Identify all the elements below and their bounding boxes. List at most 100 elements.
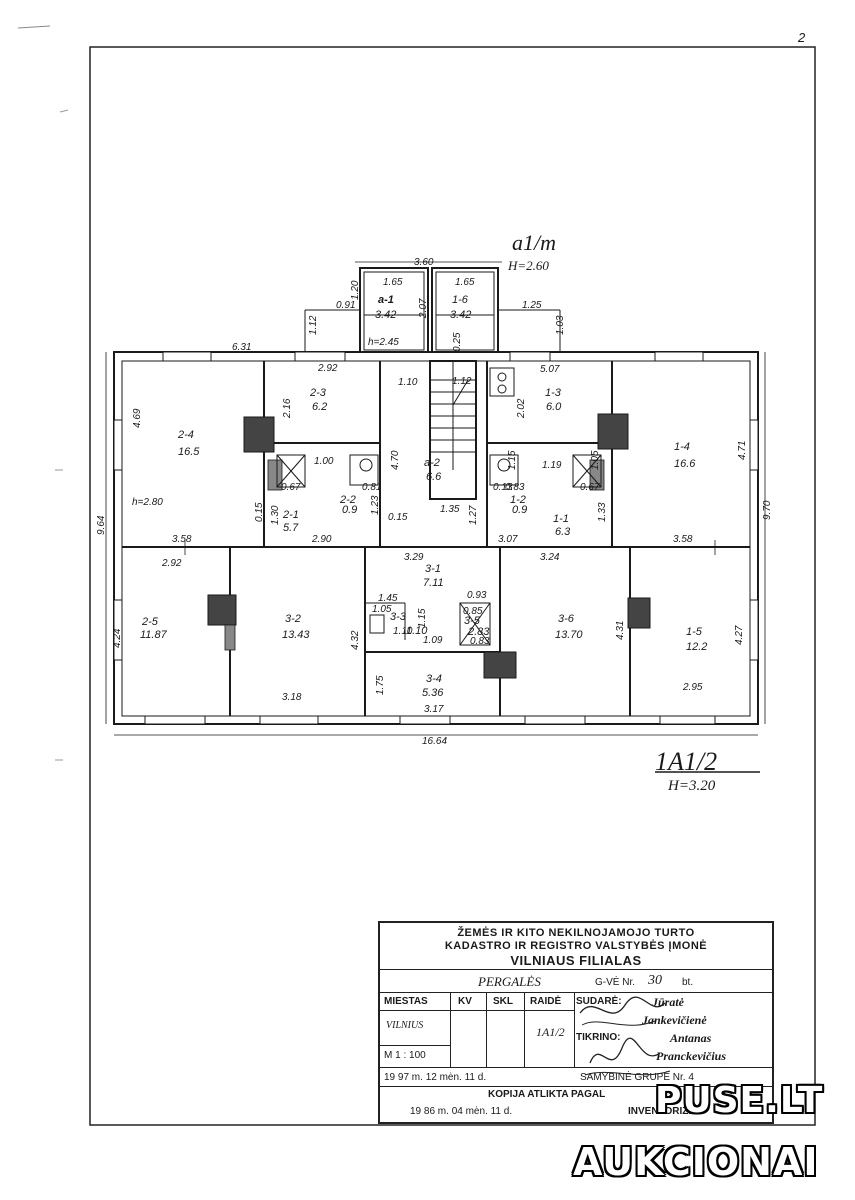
- dim-115b: 1.15: [417, 608, 428, 628]
- dim-083b: 0.83: [470, 636, 490, 647]
- room-32-area: 13.43: [282, 629, 310, 641]
- dim-085: 0.85: [463, 606, 483, 617]
- dim-202: 2.02: [516, 398, 527, 419]
- dim-109: 1.09: [423, 635, 443, 646]
- stamp-sudare-label: SUDARĖ:: [576, 996, 622, 1007]
- dim-top-360: 3.60: [414, 257, 434, 268]
- sheet-border: [89, 46, 816, 1126]
- sanitary-fixtures: [276, 367, 602, 646]
- room-36-area: 13.70: [555, 629, 583, 641]
- dim-175: 1.75: [375, 675, 386, 695]
- dim-081: 0.81: [362, 482, 381, 493]
- dim-right-125: 1.25: [522, 300, 542, 311]
- stamp-bt: bt.: [682, 977, 694, 988]
- room-16-id: 1-6: [452, 294, 469, 306]
- dim-110b: 1.10: [393, 626, 413, 637]
- dim-329: 3.29: [404, 552, 424, 563]
- dim-130: 1.30: [270, 505, 281, 525]
- dim-216: 2.16: [282, 398, 293, 419]
- stamp-line1: ŽEMĖS IR KITO NEKILNOJAMOJO TURTO: [457, 927, 695, 939]
- stamp-city: VILNIUS: [386, 1020, 424, 1031]
- dim-331: 4.31: [615, 621, 626, 640]
- stamp-letter: 1A1/2: [536, 1025, 565, 1039]
- room-11-id: 1-1: [553, 513, 569, 525]
- room-21-id: 2-1: [282, 509, 299, 521]
- exterior-walls: [113, 351, 759, 725]
- dim-432: 4.32: [350, 630, 361, 650]
- plan-bottom-height: H=3.20: [667, 778, 716, 794]
- stamp-header-skl: SKL: [493, 996, 513, 1007]
- room-14-id: 1-4: [674, 441, 690, 453]
- room-15-area: 12.2: [686, 641, 707, 653]
- stamp-sudare-name1: Jūratė: [652, 995, 685, 1009]
- dim-067a: 0.67: [281, 482, 301, 493]
- dim-507: 5.07: [540, 364, 560, 375]
- stamp-tikrino-label: TIKRINO:: [576, 1032, 621, 1043]
- room-34-area: 5.36: [422, 687, 444, 699]
- room-a2-id: a-2: [424, 457, 440, 469]
- dim-105b: 1.05: [372, 604, 392, 615]
- interior-walls: [122, 361, 750, 716]
- room-a2-area: 6.6: [426, 471, 442, 483]
- room-a1-area: 3.42: [375, 309, 396, 321]
- room-25-area: 11.87: [140, 629, 168, 641]
- dim-093: 0.93: [467, 590, 487, 601]
- room-a1-id: a-1: [378, 294, 394, 306]
- plan-height-top: H=2.60: [507, 258, 549, 273]
- dim-145: 1.45: [378, 593, 398, 604]
- watermark-line2: AUKCIONAI: [573, 1140, 819, 1184]
- dim-105: 1.05: [590, 450, 601, 470]
- room-12-id: 1-2: [510, 494, 526, 506]
- stamp-header-letter: RAIDĖ: [530, 996, 562, 1007]
- dim-964: 9.64: [96, 515, 107, 535]
- room-25-id: 2-5: [141, 616, 159, 628]
- stamp-street-no: 30: [648, 973, 662, 988]
- dim-110: 1.10: [398, 377, 418, 388]
- stamp-scale: M 1 : 100: [384, 1050, 426, 1061]
- dim-358a: 3.58: [172, 534, 192, 545]
- room-35-area: 2.83: [467, 626, 490, 638]
- dim-470: 4.70: [390, 450, 401, 470]
- stamp-header-kv: KV: [458, 996, 472, 1007]
- dim-127: 1.27: [468, 505, 479, 525]
- stoves: [207, 413, 651, 679]
- stamp-tikrino-name2: Pranckevičius: [656, 1049, 726, 1063]
- room-22-area: 0.9: [342, 504, 357, 516]
- stamp-header-city: MIESTAS: [384, 996, 428, 1007]
- stamp-date1: 19 97 m. 12 mėn. 11 d.: [384, 1072, 487, 1083]
- dim-427: 4.27: [734, 625, 745, 645]
- dim-290: 2.90: [311, 534, 332, 545]
- dim-top-165a: 1.65: [383, 277, 403, 288]
- stamp-street: PERGALĖS: [478, 974, 541, 989]
- dim-970: 9.70: [762, 500, 773, 520]
- dim-317: 3.17: [424, 704, 444, 715]
- dim-067b: 0.67: [580, 482, 600, 493]
- dim-133: 1.33: [597, 502, 608, 522]
- stamp-copy: KOPIJA ATLIKTA PAGAL: [488, 1089, 606, 1100]
- dim-025: 0.25: [452, 332, 463, 352]
- room-labels: a-1 3.42 1-6 3.42 2-3 6.2 1-3 6.0 2-4 16…: [140, 294, 707, 699]
- room-23-id: 2-3: [309, 387, 327, 399]
- title-stamp: ŽEMĖS IR KITO NEKILNOJAMOJO TURTO KADAST…: [378, 921, 774, 1124]
- room-33-area: 1.10: [406, 625, 428, 637]
- dim-123: 1.23: [370, 495, 381, 515]
- dim-471: 4.71: [737, 441, 748, 460]
- dim-307: 3.07: [498, 534, 518, 545]
- stamp-line3: VILNIAUS FILIALAS: [510, 953, 642, 968]
- room-22-id: 2-2: [339, 494, 356, 506]
- dim-631: 6.31: [232, 342, 251, 353]
- dim-318: 3.18: [282, 692, 302, 703]
- dim-top-165b: 1.65: [455, 277, 475, 288]
- watermark-line1: PUSE.LT: [655, 1080, 824, 1121]
- dim-013: 0.13: [493, 482, 513, 493]
- room-24-area: 16.5: [178, 446, 200, 458]
- staircase: [429, 360, 477, 500]
- dim-1664: 16.64: [422, 736, 447, 747]
- dim-424: 4.24: [112, 628, 123, 648]
- plan-title-right: a1/m: [512, 230, 556, 255]
- room-31-area: 7.11: [423, 577, 444, 589]
- room-12-area: 0.9: [512, 504, 527, 516]
- dim-h280: h=2.80: [132, 497, 163, 508]
- room-24-id: 2-4: [177, 429, 194, 441]
